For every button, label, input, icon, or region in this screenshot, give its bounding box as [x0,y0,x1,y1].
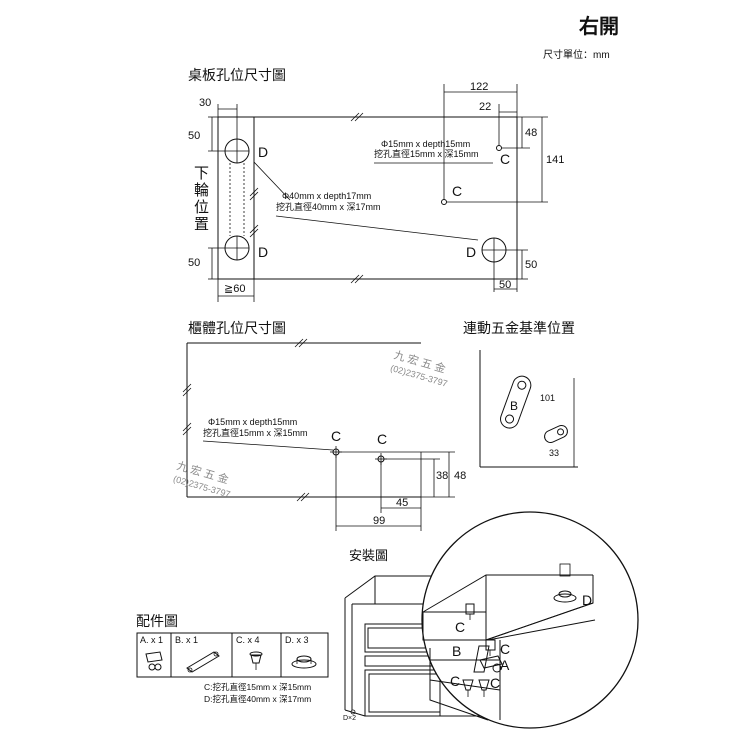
desk-hole-diagram: 桌板孔位尺寸圖 D D D C C [188,67,564,302]
watermark-bottom: 九 宏 五 金 (02)2375-3797 [172,458,232,499]
page-title: 右開 [579,14,619,38]
install-pin-c-right-icon [485,639,496,656]
cabinet-marker-c-right: C [377,431,387,447]
desk-d-note-zh: 挖孔直徑40mm x 深17mm [276,201,381,212]
desk-c-note-zh: 挖孔直徑15mm x 深15mm [374,148,479,159]
dim-48: 48 [525,127,537,139]
socket-part-icon [291,655,317,669]
desk-side-label-2: 輪 [194,182,209,199]
dim-141: 141 [546,154,564,166]
install-pin-c-bottom-left-icon [462,679,474,697]
linkage-arm-icon [500,375,532,429]
desk-marker-d-top: D [258,144,268,160]
cabinet-note-en: Φ15mm x depth15mm [208,417,297,427]
parts-note-c: C:挖孔直徑15mm x 深15mm [204,682,311,692]
install-marker-c-top: C [455,619,465,635]
desk-d-note-en: Φ40mm x depth17mm [282,191,371,201]
install-title: 安裝圖 [349,548,388,563]
install-diagram: 安裝圖 D×2 [343,511,639,729]
linkage-diagram: 連動五金基準位置 B 101 33 [463,320,578,468]
parts-note-d: D:挖孔直徑40mm x 深17mm [204,694,311,704]
part-b-label: B. x 1 [175,635,198,645]
linkage-title: 連動五金基準位置 [463,320,575,336]
desk-side-label-4: 置 [194,216,209,233]
desk-hole-c-bottom [441,199,447,205]
dim-30: 30 [199,97,211,109]
desk-marker-c-bottom: C [452,183,462,199]
dim-122: 122 [470,81,488,93]
parts-diagram: 配件圖 A. x 1 B. x 1 C. x 4 D. x 3 [136,613,329,704]
desk-marker-c-top: C [500,151,510,167]
dim-48-cabinet: 48 [454,470,466,482]
desk-marker-d-bottom: D [258,244,268,260]
dim-60: ≧60 [224,283,245,295]
install-marker-a: A [500,657,510,673]
desk-hole-c-top [496,145,502,151]
cabinet-note-zh: 挖孔直徑15mm x 深15mm [203,427,308,438]
desk-side-label-1: 下 [194,165,209,182]
pin-part-icon [249,651,263,670]
desk-c-note-en: Φ15mm x depth15mm [381,139,470,149]
part-c-label: C. x 4 [236,635,260,645]
parts-title: 配件圖 [136,613,178,629]
desk-title: 桌板孔位尺寸圖 [188,67,286,83]
install-marker-b: B [452,643,461,659]
cabinet-hole-diagram: 櫃體孔位尺寸圖 C C Φ15mm x depth15mm 挖孔直徑15mm x… [172,320,466,531]
zoom-callout [421,511,639,729]
part-d-label: D. x 3 [285,635,309,645]
desk-marker-d-right: D [466,244,476,260]
install-socket-d-icon [553,563,577,603]
install-small-label: D×2 [343,715,356,722]
dim-33: 33 [549,448,559,458]
install-pin-c-top-icon [465,603,475,620]
dim-50-bottom: 50 [188,257,200,269]
dim-38: 38 [436,470,448,482]
cabinet-title: 櫃體孔位尺寸圖 [188,320,286,336]
dim-50-right: 50 [525,259,537,271]
install-marker-c-bottom-left: C [450,673,460,689]
linkage-marker-b: B [510,399,518,413]
dim-22: 22 [479,101,491,113]
watermark-top: 九 宏 五 金 (02)2375-3797 [389,347,449,388]
dim-50-top: 50 [188,130,200,142]
dim-99: 99 [373,515,385,527]
install-hinge-a-icon [479,655,503,673]
hinge-part-icon [145,651,163,671]
dim-50-bottom-right: 50 [499,279,511,291]
install-marker-d: D [582,592,592,608]
part-a-label: A. x 1 [140,635,163,645]
dim-101: 101 [540,393,555,403]
install-pin-c-bottom-right-icon [478,679,490,697]
install-marker-c-bottom-right: C [490,675,500,691]
cabinet-marker-c-left: C [331,428,341,444]
desk-side-label-3: 位 [194,199,209,216]
install-marker-c-right: C [500,641,510,657]
link-arm-icon [186,651,220,673]
dim-45: 45 [396,497,408,509]
linkage-block-icon [544,424,568,444]
unit-label: 尺寸單位：mm [543,48,610,61]
